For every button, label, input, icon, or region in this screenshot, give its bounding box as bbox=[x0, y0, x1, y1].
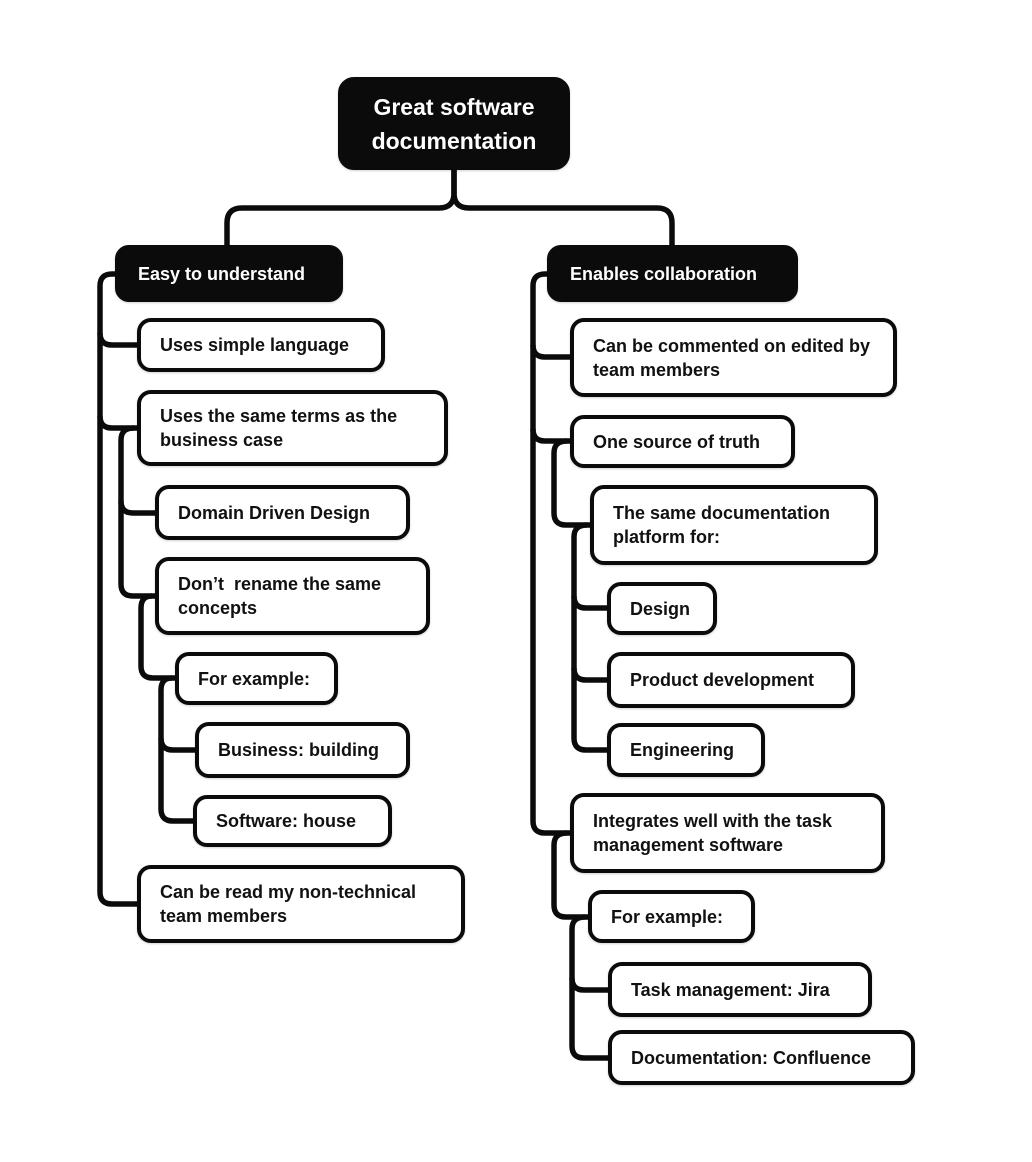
node-engineering[interactable]: Engineering bbox=[607, 723, 765, 777]
node-label: Domain Driven Design bbox=[178, 502, 371, 523]
node-label: Can be commented on edited by team membe… bbox=[593, 335, 876, 380]
node-label: Business: building bbox=[218, 740, 380, 760]
node-same-documentation-platform[interactable]: The same documentation platform for: bbox=[590, 485, 878, 565]
branch-easy-to-understand[interactable]: Easy to understand bbox=[115, 245, 343, 302]
node-label: Integrates well with the task management… bbox=[593, 811, 838, 855]
node-label: Design bbox=[630, 598, 691, 619]
node-for-example-left[interactable]: For example: bbox=[175, 652, 338, 705]
node-label: Can be read my non-technical team member… bbox=[160, 882, 422, 926]
node-documentation-confluence[interactable]: Documentation: Confluence bbox=[608, 1030, 915, 1085]
node-label: Product development bbox=[630, 670, 815, 690]
node-label: Engineering bbox=[630, 740, 735, 760]
node-read-by-non-technical-members[interactable]: Can be read my non-technical team member… bbox=[137, 865, 465, 943]
node-great-software-documentation[interactable]: Great software documentation bbox=[338, 77, 570, 170]
node-dont-rename-same-concepts[interactable]: Don’t rename the same concepts bbox=[155, 557, 430, 635]
node-label: Don’t rename the same concepts bbox=[178, 574, 387, 618]
node-business-building[interactable]: Business: building bbox=[195, 722, 410, 778]
node-same-terms-as-business-case[interactable]: Uses the same terms as the business case bbox=[137, 390, 448, 466]
node-label: Software: house bbox=[216, 811, 357, 831]
node-design[interactable]: Design bbox=[607, 582, 717, 635]
node-commented-edited-by-team[interactable]: Can be commented on edited by team membe… bbox=[570, 318, 897, 397]
node-label: Enables collaboration bbox=[570, 263, 758, 284]
node-integrates-with-task-management[interactable]: Integrates well with the task management… bbox=[570, 793, 885, 873]
node-product-development[interactable]: Product development bbox=[607, 652, 855, 708]
node-software-house[interactable]: Software: house bbox=[193, 795, 392, 847]
node-label: Task management: Jira bbox=[631, 979, 830, 1000]
node-label: One source of truth bbox=[593, 431, 761, 452]
node-label: For example: bbox=[611, 906, 724, 927]
node-for-example-right[interactable]: For example: bbox=[588, 890, 755, 943]
node-label: Uses simple language bbox=[160, 335, 350, 355]
node-label: Documentation: Confluence bbox=[631, 1047, 872, 1068]
node-label: The same documentation platform for: bbox=[613, 503, 836, 547]
node-one-source-of-truth[interactable]: One source of truth bbox=[570, 415, 795, 468]
node-label: Uses the same terms as the business case bbox=[160, 406, 403, 450]
node-task-management-jira[interactable]: Task management: Jira bbox=[608, 962, 872, 1017]
node-label: Great software documentation bbox=[371, 93, 541, 154]
node-domain-driven-design[interactable]: Domain Driven Design bbox=[155, 485, 410, 540]
node-uses-simple-language[interactable]: Uses simple language bbox=[137, 318, 385, 372]
node-label: Easy to understand bbox=[138, 263, 306, 284]
branch-enables-collaboration[interactable]: Enables collaboration bbox=[547, 245, 798, 302]
node-label: For example: bbox=[198, 668, 311, 689]
